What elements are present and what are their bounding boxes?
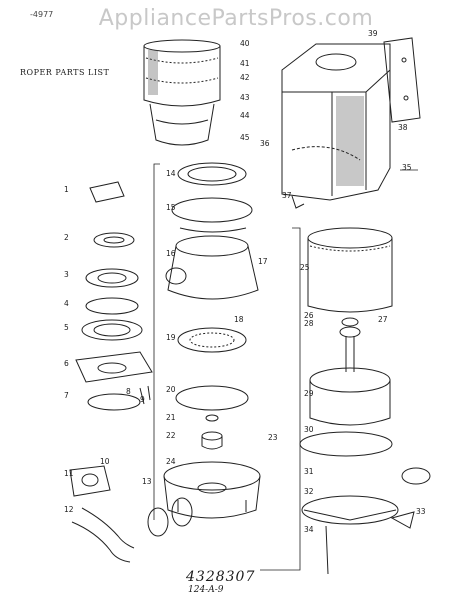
callout-15: 15: [166, 203, 176, 212]
callout-26: 26: [304, 311, 314, 320]
callout-7: 7: [64, 391, 69, 400]
callout-45: 45: [240, 133, 250, 142]
callout-36: 36: [260, 139, 270, 148]
callout-34: 34: [304, 525, 314, 534]
callout-20: 20: [166, 385, 176, 394]
callout-44: 44: [240, 111, 250, 120]
callout-21: 21: [166, 413, 176, 422]
watermark: AppliancePartsPros.com: [98, 6, 374, 31]
left-column-drawing: [75, 181, 153, 411]
callout-30: 30: [304, 425, 314, 434]
callout-32: 32: [304, 487, 314, 496]
drain-elbow-drawing: [69, 465, 193, 563]
callout-31: 31: [304, 467, 314, 476]
callout-3: 3: [64, 270, 69, 279]
callout-1: 1: [64, 185, 69, 194]
callout-40: 40: [240, 39, 250, 48]
callout-5: 5: [64, 323, 69, 332]
callout-24: 24: [166, 457, 176, 466]
callout-29: 29: [304, 389, 314, 398]
cabinet-drawing: [281, 37, 421, 209]
right-column-drawing: [299, 227, 431, 575]
handwritten-number: 4328307: [186, 569, 256, 585]
callout-39: 39: [368, 29, 378, 38]
callout-13: 13: [142, 477, 152, 486]
callout-35: 35: [402, 163, 412, 172]
callout-37: 37: [282, 191, 292, 200]
callout-18: 18: [234, 315, 244, 324]
callout-10: 10: [100, 457, 110, 466]
callout-6: 6: [64, 359, 69, 368]
callout-22: 22: [166, 431, 176, 440]
leader-lines: [153, 163, 418, 571]
callout-23: 23: [268, 433, 278, 442]
callout-11: 11: [64, 469, 74, 478]
callout-8: 8: [126, 387, 131, 396]
callout-43: 43: [240, 93, 250, 102]
callout-2: 2: [64, 233, 69, 242]
callout-42: 42: [240, 73, 250, 82]
callout-33: 33: [416, 507, 426, 516]
callout-12: 12: [64, 505, 74, 514]
callout-4: 4: [64, 299, 69, 308]
parts-list-heading: ROPER PARTS LIST: [20, 68, 110, 77]
callout-17: 17: [258, 257, 268, 266]
callout-27: 27: [378, 315, 388, 324]
callout-16: 16: [166, 249, 176, 258]
callout-41: 41: [240, 59, 250, 68]
callout-38: 38: [398, 123, 408, 132]
callout-25: 25: [300, 263, 310, 272]
center-column-drawing: [163, 162, 261, 519]
callout-28: 28: [304, 319, 314, 328]
callout-14: 14: [166, 169, 176, 178]
top-housing-drawing: [143, 39, 221, 146]
callout-19: 19: [166, 333, 176, 342]
callout-9: 9: [140, 395, 145, 404]
corner-mark: -4977: [30, 10, 54, 19]
handwritten-ref: 124-A-9: [188, 585, 224, 595]
